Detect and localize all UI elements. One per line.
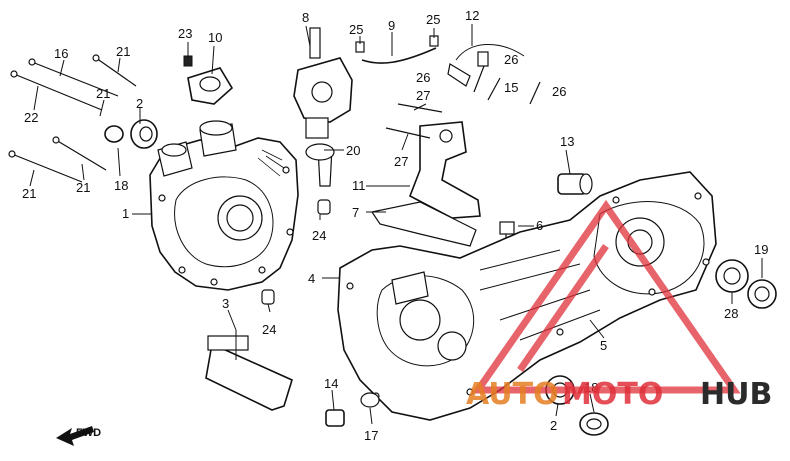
engine-bracket	[385, 103, 481, 219]
watermark-moto: MOTO	[562, 377, 663, 412]
kick-shaft	[205, 330, 293, 411]
callout-1: 1	[122, 206, 129, 221]
callout-18: 18	[114, 178, 128, 193]
callout-9: 9	[388, 18, 395, 33]
callout-21: 21	[116, 44, 130, 59]
callout-11: 11	[352, 178, 366, 193]
callout-25: 25	[349, 22, 363, 37]
callout-24: 24	[312, 228, 326, 243]
callout-27: 27	[416, 88, 430, 103]
callout-2: 2	[550, 418, 557, 433]
callout-22: 22	[24, 110, 38, 125]
left-crankcase-cover	[149, 120, 299, 291]
callout-7: 7	[352, 205, 359, 220]
callout-21: 21	[76, 180, 90, 195]
callout-26: 26	[504, 52, 518, 67]
dowel-pin-upper	[317, 199, 331, 215]
callout-10: 10	[208, 30, 222, 45]
callout-6: 6	[536, 218, 543, 233]
callout-15: 15	[504, 80, 518, 95]
callout-17: 17	[364, 428, 378, 443]
breather-wire	[447, 44, 541, 105]
bearing-left-upper	[104, 119, 158, 149]
cam-holder	[183, 55, 234, 105]
callout-28: 28	[724, 306, 738, 321]
callout-4: 4	[308, 271, 315, 286]
callout-12: 12	[465, 8, 479, 23]
callout-numbers: 23 10 8 25 9 25 12 16 21 22 21 2 26 26 1…	[22, 8, 768, 443]
callout-23: 23	[178, 26, 192, 41]
watermark-logo-triangle	[471, 199, 741, 394]
callout-21: 21	[96, 86, 110, 101]
gasket	[371, 201, 477, 247]
callout-13: 13	[560, 134, 574, 149]
plug-and-washer	[325, 392, 380, 427]
callout-5: 5	[600, 338, 607, 353]
callout-26: 26	[552, 84, 566, 99]
callout-20: 20	[346, 143, 360, 158]
callout-16: 16	[54, 46, 68, 61]
bushing	[557, 173, 593, 195]
fwd-label: FWD	[76, 427, 101, 439]
callout-24: 24	[262, 322, 276, 337]
o-ring-20	[305, 143, 335, 161]
watermark-hub: HUB	[700, 377, 772, 412]
callout-8: 8	[302, 10, 309, 25]
watermark: AUTO MOTO HUB	[466, 199, 772, 412]
callout-21: 21	[22, 186, 36, 201]
callout-14: 14	[324, 376, 338, 391]
long-bolts	[8, 54, 137, 183]
oil-pump-assembly	[293, 27, 353, 187]
callout-25: 25	[426, 12, 440, 27]
callout-27: 27	[394, 154, 408, 169]
leader-lines	[29, 24, 763, 425]
callout-19: 19	[754, 242, 768, 257]
fwd-arrow: FWD	[56, 426, 101, 446]
callout-26: 26	[416, 70, 430, 85]
dowel-pin-lower	[261, 289, 275, 305]
bearing-right	[715, 259, 777, 309]
watermark-auto: AUTO	[466, 377, 559, 412]
oil-hose	[355, 35, 439, 64]
callout-3: 3	[222, 296, 229, 311]
callout-2: 2	[136, 96, 143, 111]
